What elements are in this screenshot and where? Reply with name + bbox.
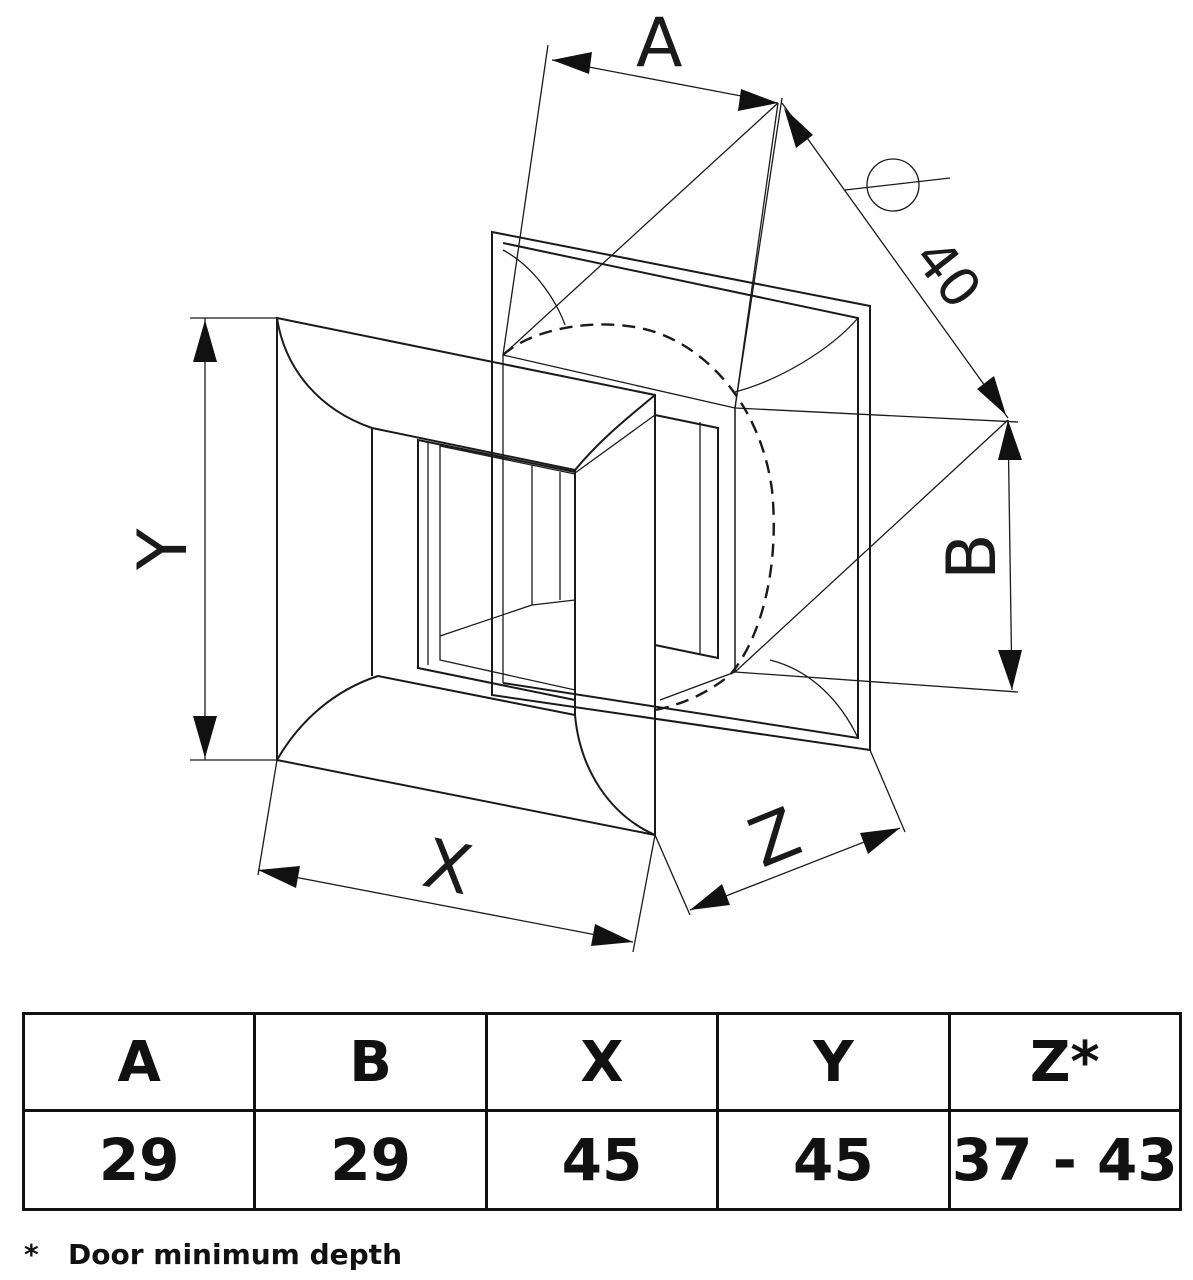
dimension-a: A — [502, 4, 783, 409]
label-diameter: 40 — [902, 227, 994, 320]
dimension-b: B — [734, 407, 1022, 693]
dimension-y: Y — [124, 317, 277, 761]
value-cell-b: 29 — [253, 1109, 488, 1211]
footnote-text: Door minimum depth — [68, 1238, 403, 1271]
label-x: X — [416, 824, 478, 911]
label-z: Z — [739, 793, 812, 884]
table-header-row: A B X Y Z* — [21, 1012, 1183, 1112]
tube-opening — [502, 355, 736, 683]
value-cell-a: 29 — [21, 1109, 257, 1211]
front-frame — [276, 316, 656, 837]
footnote-marker: * — [24, 1238, 39, 1271]
value-cell-x: 45 — [484, 1109, 720, 1211]
diameter-symbol-icon — [866, 158, 920, 212]
label-a: A — [636, 4, 683, 83]
dimension-x: X — [257, 759, 656, 953]
dimension-diameter: 40 — [781, 102, 1009, 419]
dimension-z: Z — [654, 749, 906, 916]
value-cell-z: 37 - 43 — [947, 1109, 1183, 1211]
dimensions-table: A B X Y Z* 29 29 45 45 37 - 43 — [21, 1012, 1183, 1211]
header-cell-a: A — [21, 1012, 257, 1112]
table-value-row: 29 29 45 45 37 - 43 — [21, 1109, 1183, 1211]
back-plate — [491, 230, 871, 752]
header-cell-x: X — [484, 1012, 720, 1112]
header-cell-b: B — [253, 1012, 488, 1112]
header-cell-y: Y — [716, 1012, 951, 1112]
footnote: * Door minimum depth — [24, 1238, 402, 1271]
duct-circle-dashed — [502, 323, 775, 712]
label-y: Y — [124, 528, 203, 571]
header-cell-z: Z* — [947, 1012, 1183, 1112]
technical-drawing: A 40 B Y X — [124, 4, 1022, 953]
label-b: B — [933, 533, 1012, 580]
value-cell-y: 45 — [716, 1109, 951, 1211]
